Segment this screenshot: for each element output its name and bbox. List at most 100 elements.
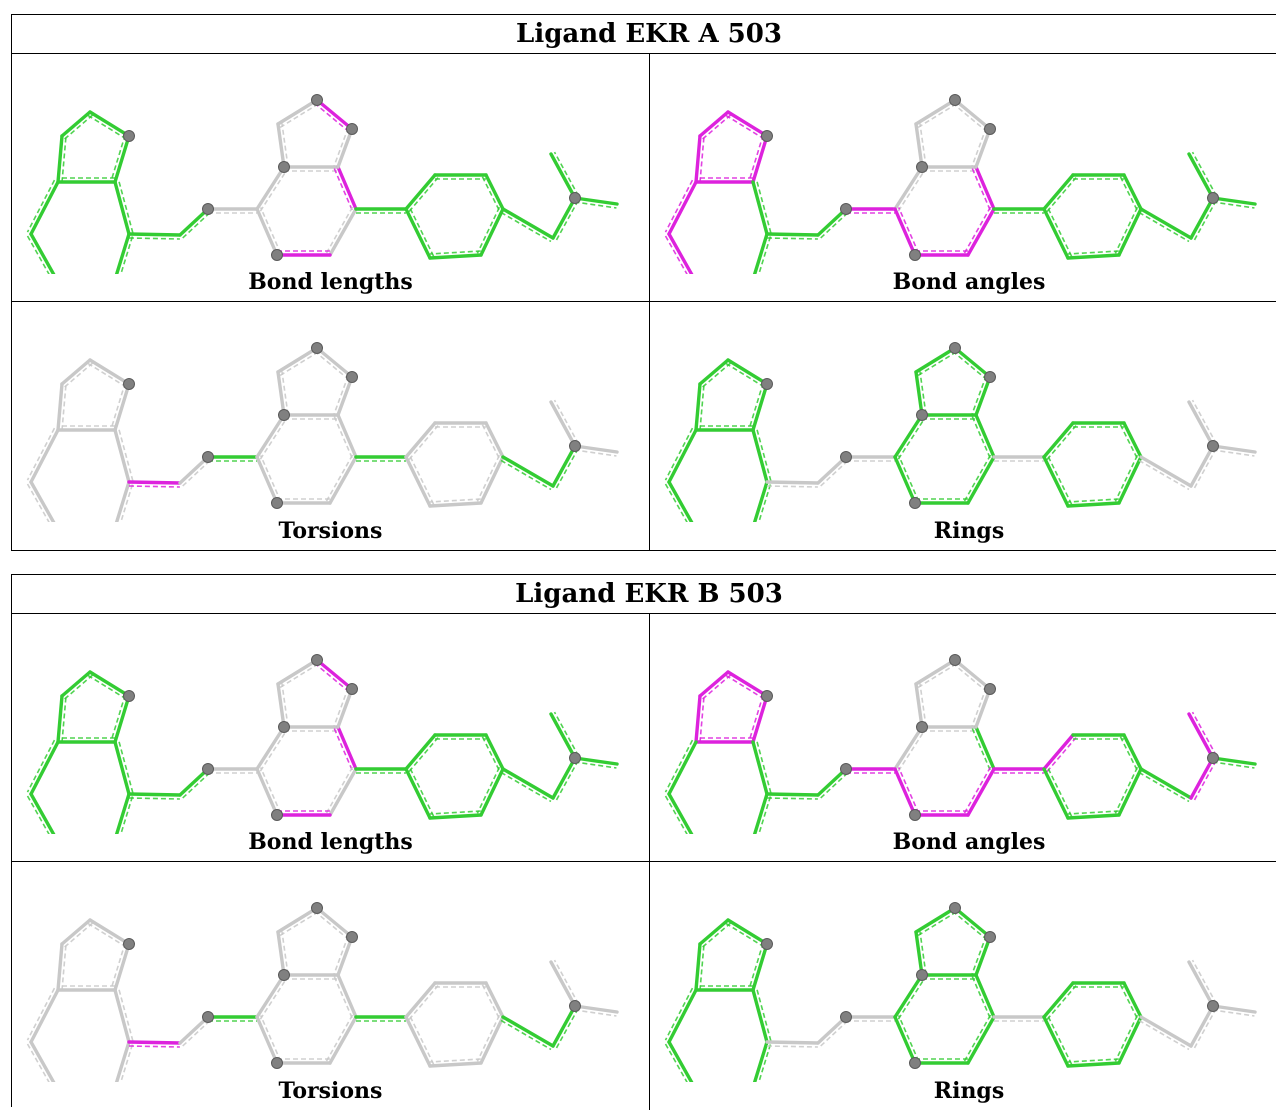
bond-dash [1212, 1009, 1255, 1017]
atom-marker [761, 378, 773, 390]
bond-dash [476, 766, 501, 814]
bond-line [974, 973, 996, 1019]
bond-line [667, 792, 694, 834]
bond-line [765, 232, 820, 237]
molecule-diagram [26, 342, 619, 522]
bond-dash [500, 211, 552, 243]
bond-dash [971, 416, 992, 459]
bond-dash [963, 206, 992, 254]
bond-dash [128, 485, 180, 488]
bond-line [315, 906, 354, 939]
bond-dash [1193, 759, 1218, 801]
bond-line [113, 428, 131, 484]
bond-dash [1191, 959, 1218, 1005]
bond-line [914, 930, 924, 977]
bond-dash [1119, 424, 1139, 460]
bond-line [29, 232, 56, 274]
bond-line [255, 413, 286, 459]
bond-dash [748, 382, 764, 430]
bond-dash [1067, 498, 1119, 503]
bond-dash [1067, 1058, 1119, 1063]
bond-line [484, 733, 505, 771]
bond-line [255, 207, 279, 257]
panel-label: Torsions [278, 1078, 383, 1104]
bond-dash [333, 976, 354, 1019]
atom-marker [909, 1057, 921, 1069]
atom-marker [916, 409, 928, 421]
bond-dash [408, 985, 439, 1021]
bond-dash [971, 687, 987, 726]
bond-line [315, 658, 354, 691]
bond-line [816, 455, 848, 485]
atom-marker [984, 123, 996, 135]
bond-line [1189, 444, 1215, 488]
bond-dash [500, 1019, 552, 1051]
bond-dash [725, 674, 766, 701]
bond-dash [26, 483, 50, 522]
bond-dash [1212, 449, 1255, 457]
bond-line [1066, 1061, 1121, 1068]
bond-line [404, 207, 432, 260]
bond-dash [919, 371, 927, 415]
bond-dash [182, 771, 212, 799]
bond-dash [333, 416, 354, 459]
bond-line [178, 207, 210, 237]
bond-dash [279, 102, 320, 129]
bond-line [667, 740, 698, 796]
bond-dash [897, 168, 927, 212]
bond-dash [87, 114, 128, 141]
bond-line [113, 382, 131, 432]
bond-dash [897, 207, 920, 254]
bond-dash [553, 151, 580, 197]
bond-dash [182, 211, 212, 239]
bond-line [1122, 173, 1143, 211]
bond-line [56, 694, 64, 744]
bond-dash [325, 1014, 354, 1062]
atom-marker [311, 902, 323, 914]
bond-line [1042, 981, 1075, 1019]
bond-dash [555, 1007, 580, 1049]
bond-line [60, 670, 92, 698]
bond-dash [110, 694, 126, 742]
bond-line [667, 232, 694, 274]
bond-dash [664, 739, 694, 793]
bond-line [501, 207, 555, 240]
bond-dash [87, 922, 128, 949]
bond-dash [664, 235, 688, 274]
bond-line [1211, 444, 1257, 454]
bond-dash [756, 428, 772, 482]
atom-marker [346, 931, 358, 943]
bond-line [914, 658, 957, 686]
bond-dash [118, 428, 134, 482]
ligand-block: Ligand EKR B 503 Bond lengths Bond angle… [11, 574, 1276, 1110]
bond-line [551, 196, 577, 240]
bond-dash [1193, 1007, 1218, 1049]
bond-dash [574, 761, 617, 769]
bond-line [315, 346, 354, 379]
atom-marker [271, 249, 283, 261]
bond-dash [118, 988, 134, 1042]
bond-dash [313, 350, 350, 381]
bond-dash [313, 662, 350, 693]
bond-dash [1114, 1014, 1139, 1062]
bond-dash [408, 206, 435, 257]
panel-torsions: Torsions [12, 302, 650, 550]
bond-line [893, 455, 917, 505]
bond-dash [500, 459, 552, 491]
bond-line [404, 733, 437, 771]
bond-dash [664, 427, 694, 481]
bond-dash [120, 234, 134, 274]
atom-marker [909, 497, 921, 509]
bond-dash [429, 498, 481, 503]
bond-line [765, 1040, 820, 1045]
bond-dash [128, 237, 180, 240]
bond-line [726, 670, 769, 698]
bond-line [56, 134, 64, 184]
bond-line [698, 358, 730, 386]
bond-dash [897, 455, 920, 502]
molecule-diagram [664, 342, 1257, 522]
bond-line [573, 756, 619, 766]
bond-dash [110, 942, 126, 990]
bond-line [752, 792, 769, 834]
bond-line [127, 792, 182, 797]
